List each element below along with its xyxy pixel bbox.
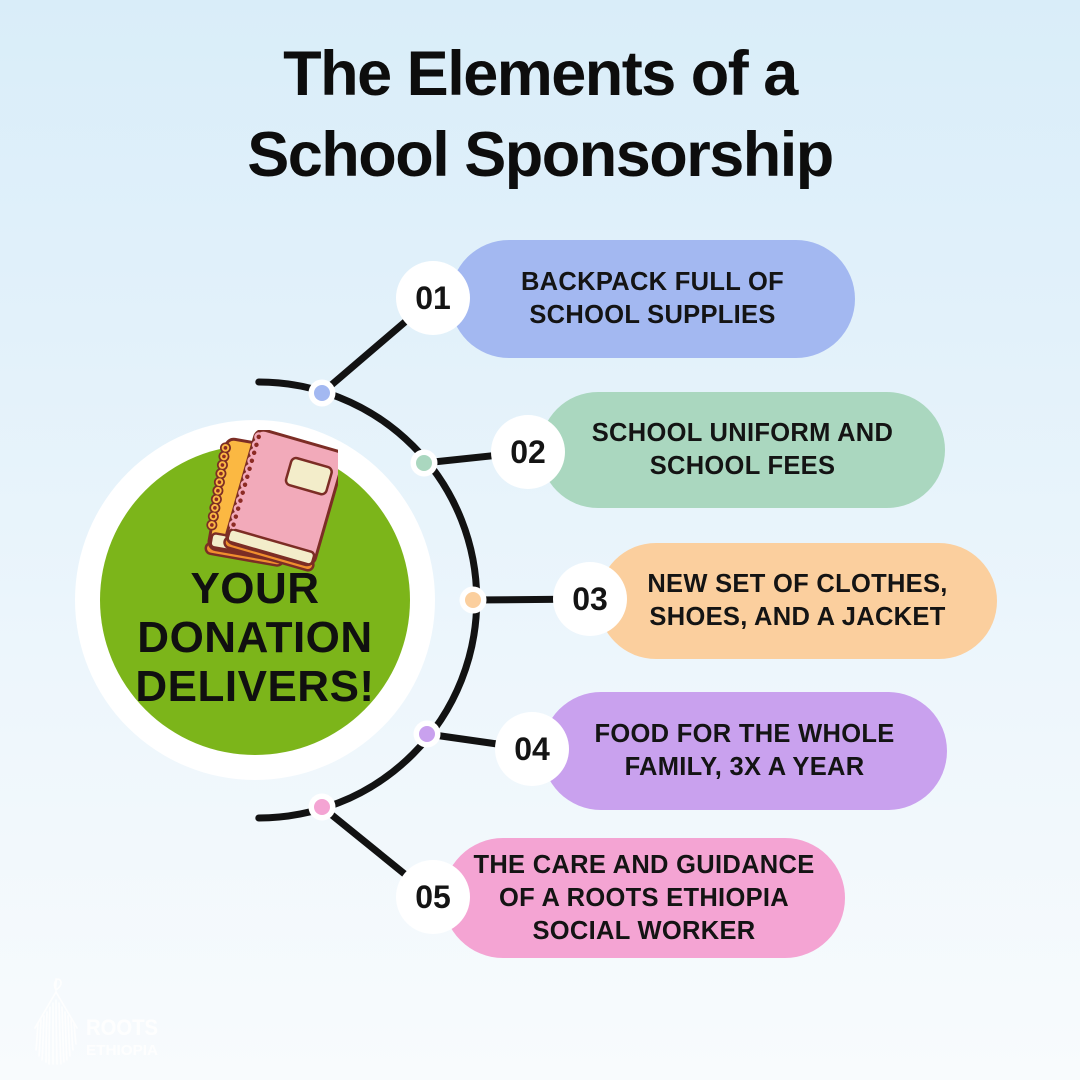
item-number-4: 04 [495, 712, 569, 786]
item-number-5: 05 [396, 860, 470, 934]
dot-3 [465, 592, 481, 608]
item-2-line-2: SCHOOL FEES [649, 452, 836, 480]
item-5-line-2: OF A ROOTS ETHIOPIA [499, 883, 789, 912]
item-number-1: 01 [396, 261, 470, 335]
item-2-line-1: SCHOOL UNIFORM AND [591, 419, 894, 447]
pink-notebook [223, 430, 338, 572]
center-badge-text: YOUR DONATION DELIVERS! [100, 564, 410, 711]
hut-icon [34, 978, 78, 1065]
item-pill-5: THE CARE AND GUIDANCE OF A ROOTS ETHIOPI… [443, 838, 845, 958]
dot-4 [419, 726, 435, 742]
item-pill-1: BACKPACK FULL OF SCHOOL SUPPLIES [450, 240, 855, 358]
dot-1 [314, 385, 330, 401]
roots-ethiopia-logo: ROOTS ETHIOPIA [34, 978, 159, 1065]
item-1-line-2: SCHOOL SUPPLIES [529, 301, 776, 329]
badge-line-3: DELIVERS! [135, 662, 375, 711]
dot-2 [416, 455, 432, 471]
item-pill-3: NEW SET OF CLOTHES, SHOES, AND A JACKET [598, 543, 997, 659]
item-1-line-1: BACKPACK FULL OF [520, 268, 785, 296]
dot-5 [314, 799, 330, 815]
notebooks-illustration [204, 430, 338, 572]
title-line-2: School Sponsorship [247, 120, 834, 190]
item-3-line-1: NEW SET OF CLOTHES, [647, 570, 948, 598]
item-5-line-1: THE CARE AND GUIDANCE [473, 850, 815, 879]
page-title: The Elements of a School Sponsorship [0, 34, 1080, 196]
logo-name: ROOTS [86, 1015, 158, 1040]
logo-subname: ETHIOPIA [86, 1043, 159, 1059]
item-number-2: 02 [491, 415, 565, 489]
item-4-line-2: FAMILY, 3X A YEAR [624, 753, 865, 781]
item-number-3: 03 [553, 562, 627, 636]
item-3-line-2: SHOES, AND A JACKET [649, 603, 946, 631]
title-line-1: The Elements of a [283, 39, 798, 109]
item-5-line-3: SOCIAL WORKER [532, 916, 756, 945]
item-pill-4: FOOD FOR THE WHOLE FAMILY, 3X A YEAR [542, 692, 947, 810]
badge-line-1: YOUR [190, 564, 320, 613]
badge-line-2: DONATION [137, 613, 373, 662]
item-4-line-1: FOOD FOR THE WHOLE [594, 720, 895, 748]
item-pill-2: SCHOOL UNIFORM AND SCHOOL FEES [540, 392, 945, 508]
